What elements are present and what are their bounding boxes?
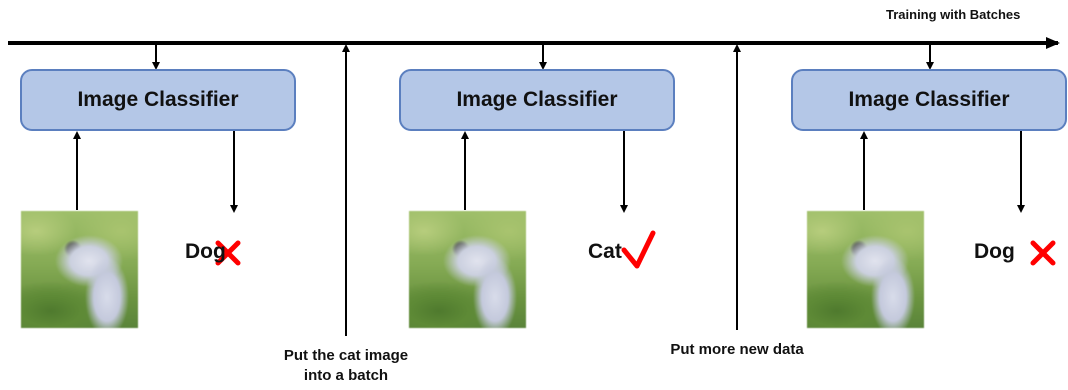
- prediction-label-1: Dog: [185, 240, 226, 263]
- cross-icon: [1030, 240, 1056, 266]
- annotation-line: into a batch: [303, 367, 389, 384]
- image-classifier-box-3: Image Classifier: [791, 69, 1067, 131]
- image-classifier-box-1: Image Classifier: [20, 69, 296, 131]
- prediction-label-3: Dog: [974, 240, 1015, 263]
- timeline-title: Training with Batches: [886, 7, 1021, 22]
- prediction-label-2: Cat: [588, 240, 622, 263]
- cross-icon: [215, 240, 241, 266]
- cat-image: [409, 211, 526, 328]
- cat-image: [807, 211, 924, 328]
- annotation-line: Put more new data: [670, 341, 804, 358]
- put-cat-annotation: Put the cat image into a batch: [246, 346, 446, 386]
- cat-image: [21, 211, 138, 328]
- check-icon: [621, 230, 656, 269]
- image-classifier-box-2: Image Classifier: [399, 69, 675, 131]
- put-more-annotation: Put more new data: [637, 340, 837, 360]
- annotation-line: Put the cat image: [283, 347, 409, 364]
